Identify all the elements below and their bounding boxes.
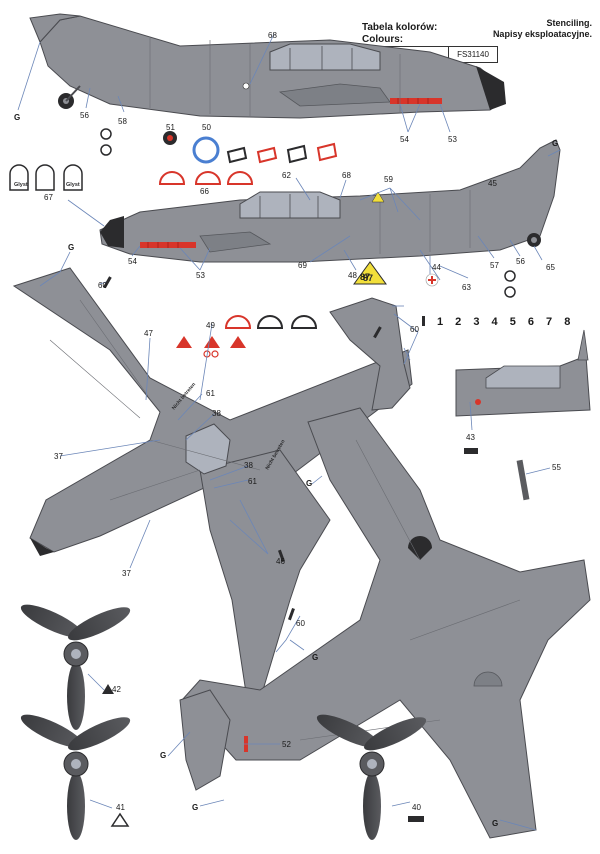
callout-60-lower: 60 xyxy=(296,619,305,628)
colour-table-title: Tabela kolorów: Colours: xyxy=(362,22,437,46)
g-marker-8: G xyxy=(492,819,498,828)
callout-37-left: 37 xyxy=(54,452,63,461)
stencil-number-sequence: 1 2 3 4 5 6 7 8 xyxy=(437,316,575,328)
fuel-87-marking: 87 xyxy=(363,273,373,283)
callout-46: 46 xyxy=(276,557,285,566)
callout-63: 63 xyxy=(462,283,471,292)
callout-48: 48 xyxy=(348,271,357,280)
callout-37-lower: 37 xyxy=(122,569,131,578)
callout-67: 67 xyxy=(44,193,53,202)
g-marker-6: G xyxy=(160,751,166,760)
stenciling-title: Stenciling. Napisy eksploatacyjne. xyxy=(493,18,592,40)
callout-61-upper: 61 xyxy=(206,389,215,398)
callout-59: 59 xyxy=(384,175,393,184)
colour-title-en: Colours: xyxy=(362,34,404,45)
colour-fs-code: FS31140 xyxy=(457,50,489,59)
propeller-41 xyxy=(20,714,131,840)
callout-49: 49 xyxy=(206,321,215,330)
propeller-42 xyxy=(20,604,131,730)
callout-57: 57 xyxy=(490,261,499,270)
callout-61-lower: 61 xyxy=(248,477,257,486)
callout-60-tail: 60 xyxy=(410,325,419,334)
callout-69: 69 xyxy=(298,261,307,270)
g-marker-1: G xyxy=(14,113,20,122)
g-marker-4: G xyxy=(306,479,312,488)
callout-47: 47 xyxy=(144,329,153,338)
stenciling-title-en: Stenciling. xyxy=(546,18,592,28)
loose-parts xyxy=(103,276,530,621)
upper-surface-plan-view: Nicht betreten Nicht betreten xyxy=(12,267,413,707)
callout-40: 40 xyxy=(412,803,421,812)
g-marker-7: G xyxy=(192,803,198,812)
g-marker-3: G xyxy=(68,243,74,252)
callout-50: 50 xyxy=(202,123,211,132)
callout-53-mid: 53 xyxy=(196,271,205,280)
callout-65: 65 xyxy=(546,263,555,272)
callout-41: 41 xyxy=(116,803,125,812)
glyst-label-2: Glyst xyxy=(66,182,80,188)
callout-58: 58 xyxy=(118,117,127,126)
colour-g-markers: G G G G G G G G xyxy=(14,113,558,828)
callout-numbers: 68 56 58 51 50 54 53 66 68 62 59 45 67 5… xyxy=(44,31,561,812)
glyst-label-1: Glyst xyxy=(14,182,28,188)
second-profile-fuselage xyxy=(99,139,561,263)
propeller-40 xyxy=(316,714,427,840)
callout-60-upper: 60 xyxy=(98,281,107,290)
profile-stencils: 87 xyxy=(100,128,516,358)
callout-54-mid: 54 xyxy=(128,257,137,266)
callout-45: 45 xyxy=(488,179,497,188)
callout-52: 52 xyxy=(282,740,291,749)
callout-38-upper: 38 xyxy=(212,409,221,418)
callout-56-top: 56 xyxy=(80,111,89,120)
stenciling-title-pl: Napisy eksploatacyjne. xyxy=(492,29,592,39)
g-marker-2: G xyxy=(552,139,558,148)
callout-68-top: 68 xyxy=(268,31,277,40)
top-profile-fuselage xyxy=(29,13,506,119)
callout-56-mid: 56 xyxy=(516,257,525,266)
callout-43: 43 xyxy=(466,433,475,442)
cockpit-detail xyxy=(455,329,591,454)
stencil-row-upper: Glyst Glyst xyxy=(9,131,338,191)
callout-87: 87 xyxy=(360,272,370,282)
callout-54-top: 54 xyxy=(400,135,409,144)
callout-66: 66 xyxy=(200,187,209,196)
callout-53-top: 53 xyxy=(448,135,457,144)
callout-62: 62 xyxy=(282,171,291,180)
callout-42: 42 xyxy=(112,685,121,694)
colour-title-pl: Tabela kolorów: xyxy=(362,22,438,33)
callout-38-lower: 38 xyxy=(244,461,253,470)
callout-68-mid: 68 xyxy=(342,171,351,180)
g-marker-5: G xyxy=(312,653,318,662)
callout-51: 51 xyxy=(166,123,175,132)
callout-55: 55 xyxy=(552,463,561,472)
leader-lines xyxy=(17,33,561,831)
callout-44: 44 xyxy=(432,263,441,272)
